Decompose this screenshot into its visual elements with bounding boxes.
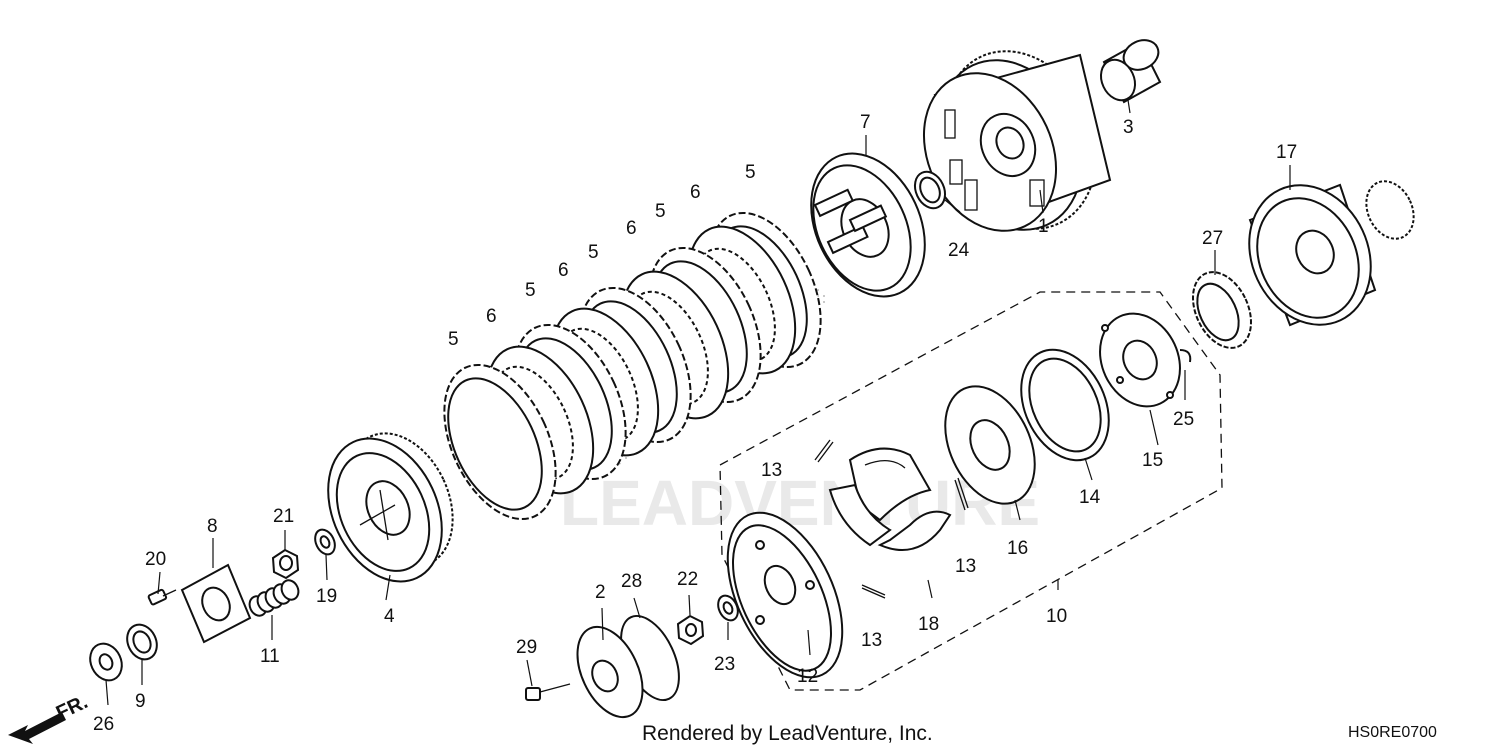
pressure-plate xyxy=(810,152,926,298)
label-part-1: 1 xyxy=(1038,216,1049,237)
leader-lines xyxy=(105,99,1291,706)
label-part-24: 24 xyxy=(948,240,970,261)
side-plate-16 xyxy=(944,385,1036,505)
watermark-text: LEADVENTURE xyxy=(560,467,1040,539)
label-part-13: 13 xyxy=(861,630,882,651)
label-part-11: 11 xyxy=(260,646,280,667)
label-part-5: 5 xyxy=(655,201,666,222)
label-part-18: 18 xyxy=(918,614,939,635)
label-part-10: 10 xyxy=(1046,606,1067,627)
label-part-5: 5 xyxy=(525,280,536,301)
label-part-2: 2 xyxy=(595,582,606,603)
label-part-7: 7 xyxy=(860,112,871,133)
clutch-outer-bush xyxy=(1099,39,1162,104)
bolt-29 xyxy=(525,683,571,701)
label-part-26: 26 xyxy=(93,714,114,735)
label-part-13: 13 xyxy=(955,556,976,577)
label-part-16: 16 xyxy=(1007,538,1028,559)
weight-spring xyxy=(814,439,969,599)
bearing-9 xyxy=(126,623,158,661)
credit-text: Rendered by LeadVenture, Inc. xyxy=(642,722,933,745)
lifter-cover xyxy=(576,625,644,719)
label-part-3: 3 xyxy=(1123,117,1134,138)
nut-22 xyxy=(676,614,705,646)
label-part-6: 6 xyxy=(626,218,637,239)
label-part-5: 5 xyxy=(448,329,459,350)
clutch-weight-set xyxy=(828,447,952,551)
label-part-6: 6 xyxy=(486,306,497,327)
washer-24 xyxy=(913,170,947,210)
label-part-29: 29 xyxy=(516,637,537,658)
washer-19 xyxy=(314,528,336,556)
label-part-22: 22 xyxy=(677,569,698,590)
label-part-21: 21 xyxy=(273,506,294,527)
clutch-drum xyxy=(1248,180,1415,327)
drive-plate xyxy=(726,511,844,679)
nut-21 xyxy=(271,548,300,580)
label-part-5: 5 xyxy=(588,242,599,263)
one-way-clutch xyxy=(1191,271,1253,349)
front-direction-arrow xyxy=(8,712,66,744)
clutch-plate-stack xyxy=(443,211,822,521)
label-part-25: 25 xyxy=(1173,409,1194,430)
label-part-27: 27 xyxy=(1202,228,1223,249)
spring-11 xyxy=(248,579,300,617)
ring-14 xyxy=(1020,348,1110,462)
lifter-plate xyxy=(180,563,252,644)
label-part-19: 19 xyxy=(316,586,337,607)
label-part-17: 17 xyxy=(1276,142,1297,163)
label-part-20: 20 xyxy=(145,549,166,570)
label-part-5: 5 xyxy=(745,162,756,183)
washer-23 xyxy=(717,594,739,622)
label-part-8: 8 xyxy=(207,516,218,537)
part-number-labels: 1 2 3 4 5 5 5 5 5 6 6 6 6 7 8 9 10 11 12… xyxy=(93,112,1297,735)
label-part-23: 23 xyxy=(714,654,735,675)
label-part-28: 28 xyxy=(621,571,642,592)
diagram-code: HS0RE0700 xyxy=(1348,724,1437,741)
side-plate-15 xyxy=(1099,312,1181,408)
bearing-26 xyxy=(89,642,123,682)
label-part-4: 4 xyxy=(384,606,395,627)
clutch-center xyxy=(327,432,454,583)
label-part-12: 12 xyxy=(797,666,818,687)
label-part-14: 14 xyxy=(1079,487,1101,508)
bolt-20 xyxy=(147,588,177,606)
label-part-13: 13 xyxy=(761,460,782,481)
clutch-outer xyxy=(922,50,1112,232)
label-part-6: 6 xyxy=(558,260,569,281)
label-part-9: 9 xyxy=(135,691,146,712)
label-part-15: 15 xyxy=(1142,450,1163,471)
circlip-25 xyxy=(1179,349,1192,363)
label-part-6: 6 xyxy=(690,182,701,203)
